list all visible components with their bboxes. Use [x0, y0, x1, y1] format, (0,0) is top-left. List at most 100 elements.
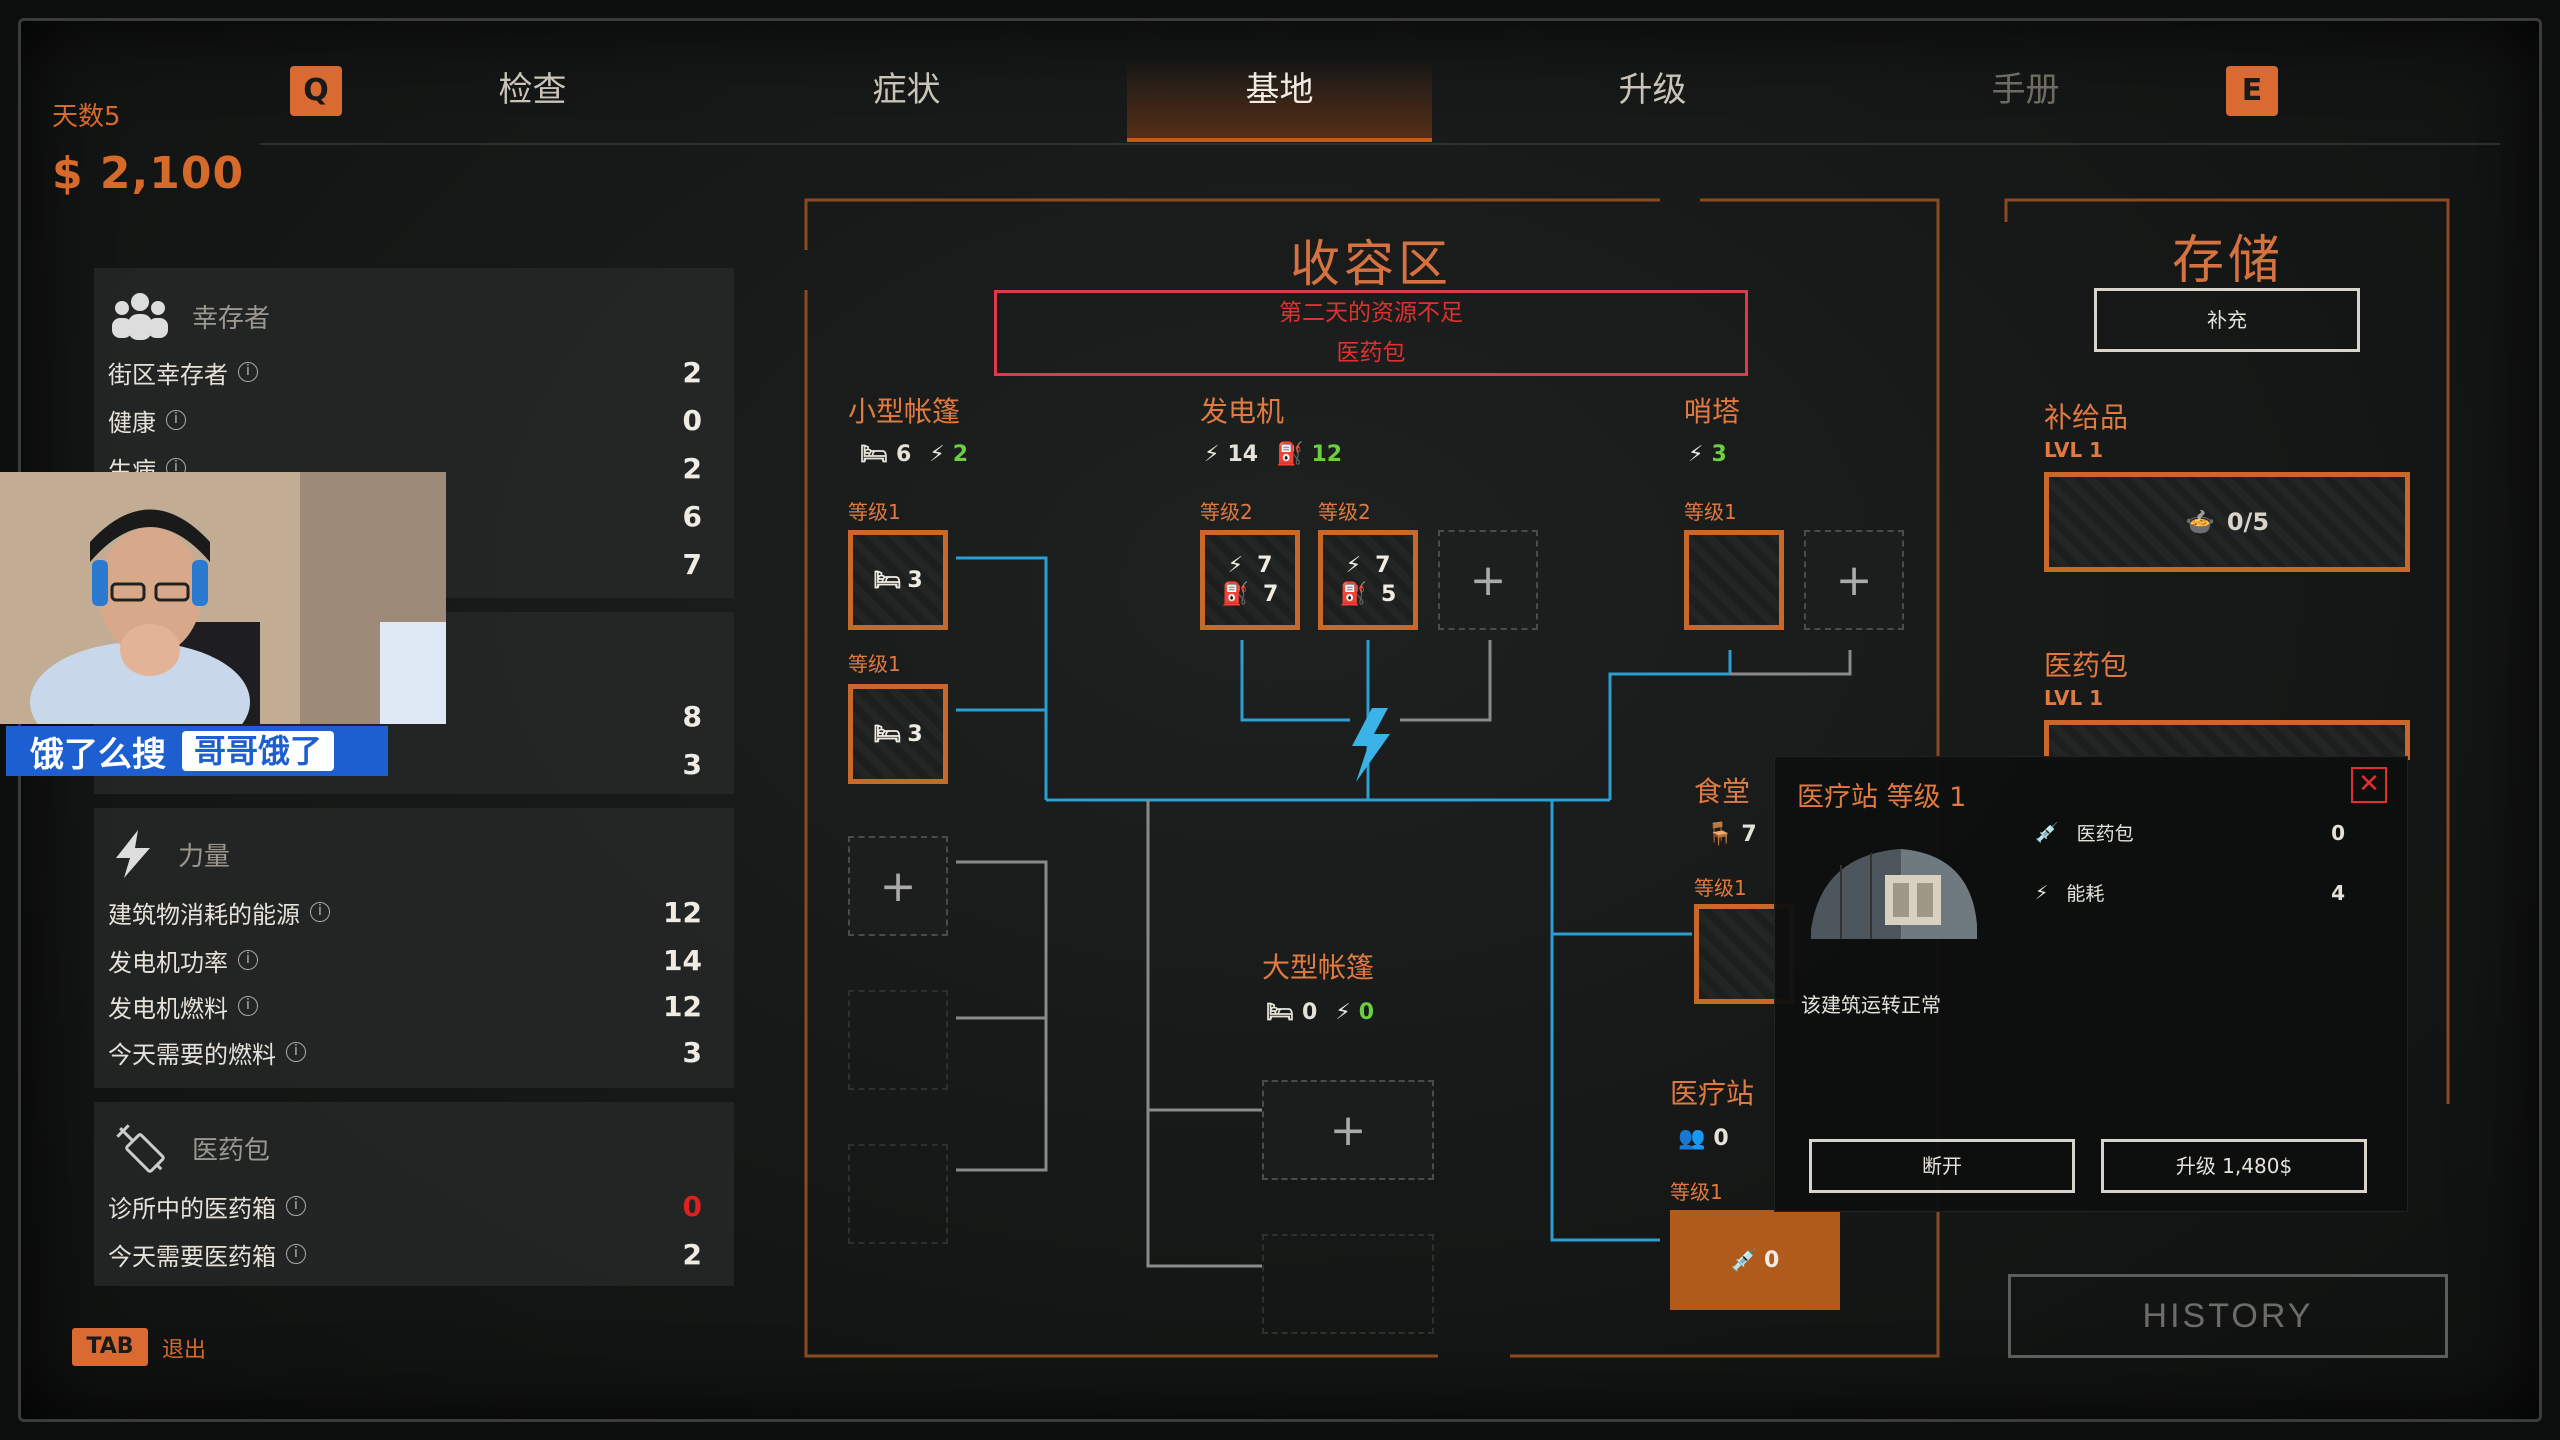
info-icon[interactable]: i	[310, 902, 330, 922]
slot-level: 等级1	[1694, 876, 1747, 900]
add-slot-button[interactable]: +	[848, 836, 948, 936]
generator-stats: ⚡14 ⛽12	[1204, 442, 1342, 467]
generator-fuel: 12	[1311, 442, 1343, 467]
generator-slot[interactable]: ⚡7 ⛽7	[1200, 530, 1300, 630]
stat-value: 3	[682, 1035, 702, 1069]
slot-value: 0	[1764, 1247, 1780, 1273]
tower-title: 哨塔	[1684, 395, 1741, 428]
stat-value: 12	[663, 989, 702, 1023]
clinic-title: 医疗站	[1670, 1077, 1755, 1110]
clinic-slot[interactable]: 💉0	[1670, 1210, 1840, 1310]
canteen-title: 食堂	[1694, 775, 1751, 808]
medkit-header: 医药包	[110, 1118, 270, 1178]
info-icon[interactable]: i	[238, 950, 258, 970]
add-slot-button[interactable]: +	[1262, 1080, 1434, 1180]
canteen-value: 7	[1741, 822, 1757, 847]
add-slot-button[interactable]: +	[1804, 530, 1904, 630]
stat-label: 街区幸存者	[108, 360, 228, 389]
popup-stat-label: 能耗	[2066, 883, 2105, 905]
lightning-icon: ⚡	[929, 442, 945, 467]
small-tent-beds: 6	[895, 442, 912, 467]
stat-label: 建筑物消耗的能源	[108, 900, 300, 929]
supplies-title: 补给品	[2044, 401, 2129, 434]
info-icon[interactable]: i	[286, 1196, 306, 1216]
stat-row: 7	[108, 544, 716, 584]
key-e-hint[interactable]: E	[2226, 66, 2278, 116]
stat-value: 8	[682, 699, 702, 733]
power-title: 力量	[178, 841, 231, 872]
close-icon[interactable]: ✕	[2351, 767, 2387, 803]
storage-medkit-slot[interactable]	[2044, 720, 2410, 760]
info-icon[interactable]: i	[238, 996, 258, 1016]
locked-slot	[848, 1144, 948, 1244]
info-icon[interactable]: i	[166, 410, 186, 430]
syringe-icon: 💉	[2035, 822, 2059, 844]
tab-upgrade[interactable]: 升级	[1618, 70, 1687, 110]
slot-value: 3	[907, 721, 923, 747]
refill-button[interactable]: 补充	[2094, 288, 2360, 352]
bed-icon: 🛏	[873, 567, 902, 593]
supplies-level: LVL 1	[2044, 438, 2104, 462]
lightning-icon: ⚡	[1345, 553, 1362, 578]
disconnect-button[interactable]: 断开	[1809, 1139, 2075, 1193]
small-tent-stats: 🛏6 ⚡2	[860, 442, 968, 467]
lightning-icon: ⚡	[1335, 1000, 1351, 1025]
tower-slot[interactable]	[1684, 530, 1784, 630]
stat-value: 6	[682, 499, 702, 533]
supplies-slot[interactable]: 🍲0/5	[2044, 472, 2410, 572]
people-icon	[112, 293, 168, 340]
storage-medkit-level: LVL 1	[2044, 686, 2104, 710]
generator-slot[interactable]: ⚡7 ⛽5	[1318, 530, 1418, 630]
popup-status: 该建筑运转正常	[1801, 993, 1941, 1017]
tab-base[interactable]: 基地	[1127, 60, 1432, 142]
popup-stat-value: 0	[2331, 820, 2345, 845]
large-tent-title: 大型帐篷	[1262, 951, 1375, 984]
popup-stat-value: 4	[2331, 880, 2345, 905]
people-icon: 👥	[1678, 1126, 1706, 1151]
popup-title: 医疗站 等级 1	[1797, 782, 1967, 813]
stat-label: 发电机功率	[108, 948, 228, 977]
banner-text-right: 哥哥饿了	[182, 731, 335, 771]
stat-value: 0	[682, 403, 702, 437]
stat-value: 2	[682, 451, 702, 485]
webcam-overlay	[0, 472, 446, 724]
lightning-icon	[116, 830, 150, 878]
lightning-icon: ⚡	[1688, 442, 1704, 467]
tent-image	[1811, 849, 1977, 939]
add-slot-button[interactable]: +	[1438, 530, 1538, 630]
fuel-can-icon: ⛽	[1276, 442, 1304, 467]
warning-line: 第二天的资源不足	[1279, 300, 1463, 326]
info-icon[interactable]: i	[286, 1042, 306, 1062]
small-tent-slot[interactable]: 🛏3	[848, 530, 948, 630]
locked-slot	[848, 990, 948, 1090]
info-icon[interactable]: i	[238, 362, 258, 382]
tab-manual[interactable]: 手册	[1991, 70, 2060, 110]
stat-label: 发电机燃料	[108, 994, 228, 1023]
fuel-can-icon: ⛽	[1221, 582, 1250, 607]
info-icon[interactable]: i	[286, 1244, 306, 1264]
upgrade-button[interactable]: 升级 1,480$	[2101, 1139, 2367, 1193]
tower-stats: ⚡3	[1688, 442, 1727, 467]
key-q-hint[interactable]: Q	[290, 66, 342, 116]
slot-value: 3	[907, 567, 923, 593]
clinic-stats: 👥0	[1678, 1126, 1729, 1151]
small-tent-title: 小型帐篷	[848, 395, 961, 428]
slot-value: 7	[1375, 553, 1391, 578]
exit-label[interactable]: 退出	[162, 1338, 207, 1363]
tab-key-hint[interactable]: TAB	[72, 1328, 148, 1366]
storage-title: 存储	[2172, 231, 2285, 291]
locked-slot	[1262, 1234, 1434, 1334]
small-tent-slot[interactable]: 🛏3	[848, 684, 948, 784]
survivors-title: 幸存者	[192, 303, 271, 334]
power-header: 力量	[110, 828, 230, 880]
stat-row: 8	[108, 696, 716, 736]
slot-level: 等级1	[1684, 500, 1737, 524]
tab-symptoms[interactable]: 症状	[872, 70, 941, 110]
tab-inspect[interactable]: 检查	[498, 70, 567, 110]
history-button[interactable]: HISTORY	[2008, 1274, 2448, 1358]
